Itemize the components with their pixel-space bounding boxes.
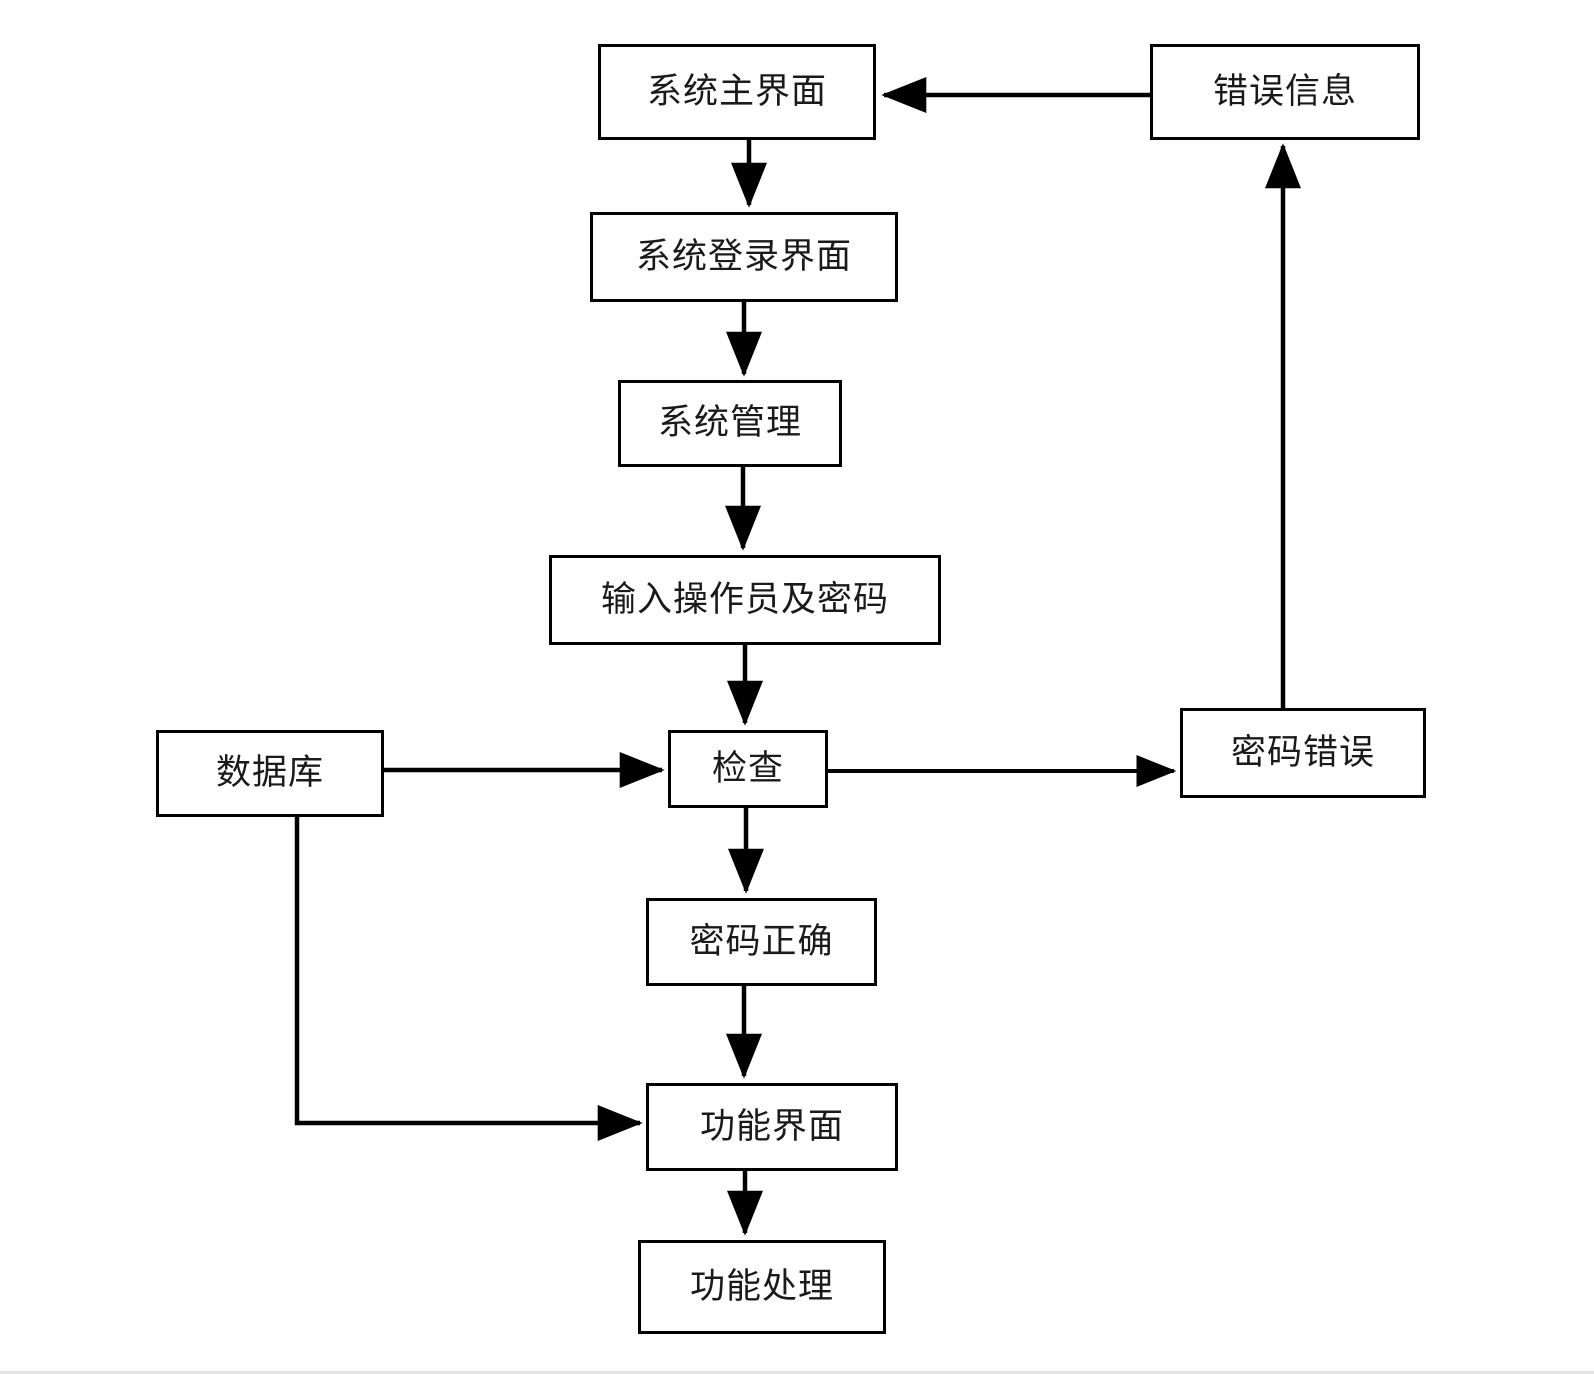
node-check[interactable]: 检查 <box>668 730 828 808</box>
page-bottom-divider <box>0 1371 1594 1374</box>
node-label: 输入操作员及密码 <box>600 579 889 619</box>
node-password-correct[interactable]: 密码正确 <box>646 898 877 986</box>
node-label: 功能处理 <box>689 1266 834 1306</box>
node-label: 系统登录界面 <box>635 236 852 276</box>
node-label: 密码错误 <box>1230 732 1375 772</box>
node-system-management[interactable]: 系统管理 <box>618 380 842 467</box>
node-label: 数据库 <box>215 753 324 793</box>
node-label: 错误信息 <box>1212 71 1357 111</box>
node-error-message[interactable]: 错误信息 <box>1150 44 1420 140</box>
node-input-credentials[interactable]: 输入操作员及密码 <box>549 555 941 645</box>
node-password-error[interactable]: 密码错误 <box>1180 708 1426 798</box>
node-login-ui[interactable]: 系统登录界面 <box>590 212 898 302</box>
node-label: 检查 <box>711 748 784 788</box>
node-function-process[interactable]: 功能处理 <box>638 1240 886 1334</box>
node-database[interactable]: 数据库 <box>156 730 384 817</box>
node-main-ui[interactable]: 系统主界面 <box>598 44 876 140</box>
node-label: 密码正确 <box>689 921 834 961</box>
node-label: 系统管理 <box>657 403 802 443</box>
node-function-ui[interactable]: 功能界面 <box>646 1083 898 1171</box>
node-label: 功能界面 <box>699 1106 844 1146</box>
node-label: 系统主界面 <box>646 71 827 111</box>
edge-database-to-funcui <box>294 817 643 1142</box>
